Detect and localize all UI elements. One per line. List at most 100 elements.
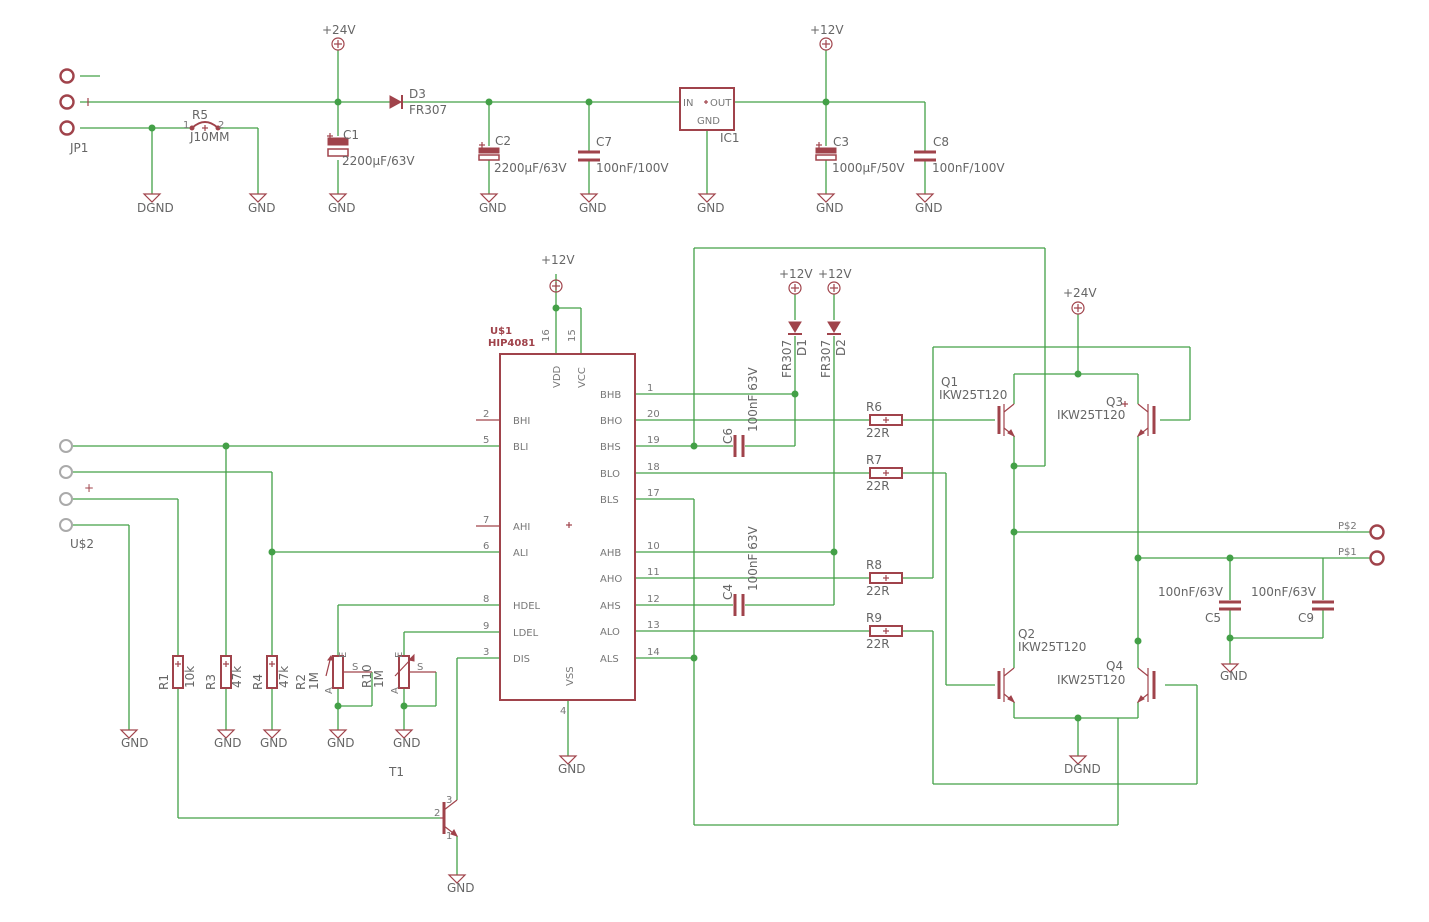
pin-bhs-label: BHS <box>600 442 621 453</box>
supply-12v-d2: +12V <box>818 267 852 295</box>
pin-als-label: ALS <box>600 654 619 665</box>
pin-20-num: 20 <box>647 409 660 420</box>
u1-part: HIP4081 <box>488 338 535 349</box>
pin-hdel-label: HDEL <box>513 601 541 612</box>
pin-blo-label: BLO <box>600 469 620 480</box>
potentiometer-r10: A E S R10 1M <box>360 652 436 694</box>
driver-hip4081: U$1 HIP4081 16 15 VDD VCC 4 VSS 2 BHI 5 … <box>476 326 660 717</box>
q1-name: Q1 <box>941 375 958 389</box>
c2-name: C2 <box>495 134 511 148</box>
t1-name: T1 <box>388 765 404 779</box>
gnd-label-r5: GND <box>248 201 276 215</box>
r9-name: R9 <box>866 611 882 625</box>
label-12v-d1: +12V <box>779 267 813 281</box>
potentiometer-r2: A E S R2 1M <box>294 652 372 694</box>
c8-value: 100nF/100V <box>932 161 1005 175</box>
r10-value: 1M <box>372 670 386 688</box>
gnd-label-c3: GND <box>816 201 844 215</box>
resistor-r3: R3 47k <box>204 655 244 690</box>
r8-value: 22R <box>866 584 890 598</box>
igbt-q1: Q1 IKW25T120 <box>939 375 1016 438</box>
c9-value: 100nF/63V <box>1251 585 1317 599</box>
label-24v-top: +24V <box>322 23 356 37</box>
d2-name: D2 <box>834 339 848 356</box>
jumper-r5: R5 J10MM 1 2 <box>183 108 230 144</box>
diode-d1: FR307 D1 <box>780 321 809 378</box>
supply-12v-d1: +12V <box>779 267 813 295</box>
c8-name: C8 <box>933 135 949 149</box>
r2-s: S <box>352 662 358 673</box>
dgnd-label-jp1: DGND <box>137 201 174 215</box>
r5-pin1: 1 <box>183 120 189 131</box>
r5-pin2: 2 <box>218 120 224 131</box>
resistor-r9: R9 22R <box>866 611 903 651</box>
r3-name: R3 <box>204 674 218 690</box>
pin-bho-label: BHO <box>600 416 622 427</box>
c4-name: C4 <box>721 584 735 600</box>
r6-name: R6 <box>866 400 882 414</box>
capacitor-c8: C8 100nF/100V <box>914 135 1005 175</box>
capacitor-c1: C1 2200µF/63V <box>327 128 415 168</box>
ground-driver-vss: GND <box>558 755 586 776</box>
c3-value: 1000µF/50V <box>832 161 905 175</box>
gnd-label-c8: GND <box>915 201 943 215</box>
p2-label: P$2 <box>1338 521 1357 532</box>
c6-name: C6 <box>721 428 735 444</box>
c2-value: 2200µF/63V <box>494 161 567 175</box>
ground-bridge-dgnd: DGND <box>1064 755 1101 776</box>
pin-1-num: 1 <box>647 383 653 394</box>
gnd-label-input4: GND <box>121 736 149 750</box>
pin-ahb-label: AHB <box>600 548 621 559</box>
r10-e: E <box>394 652 405 658</box>
capacitor-c5: 100nF/63V C5 <box>1158 585 1241 625</box>
capacitor-c9: 100nF/63V C9 <box>1251 585 1334 625</box>
pin-bls-label: BLS <box>600 495 619 506</box>
igbt-q2: Q2 IKW25T120 <box>997 627 1086 704</box>
c7-value: 100nF/100V <box>596 161 669 175</box>
gnd-label-r10: GND <box>393 736 421 750</box>
gnd-label-vss: GND <box>558 762 586 776</box>
q4-name: Q4 <box>1106 659 1123 673</box>
q3-value: IKW25T120 <box>1057 408 1125 422</box>
pin-ahi-label: AHI <box>513 522 530 533</box>
supply-12v-driver: +12V <box>541 253 575 293</box>
r4-value: 47k <box>277 666 291 688</box>
pin-8-num: 8 <box>483 594 489 605</box>
gnd-label-c2: GND <box>479 201 507 215</box>
pin-aho-label: AHO <box>600 574 622 585</box>
jp1-connector: JP1 <box>59 68 89 155</box>
r2-value: 1M <box>307 672 321 690</box>
output-connectors: P$2 P$1 <box>1338 521 1385 566</box>
q3-name: Q3 <box>1106 395 1123 409</box>
pin-9-num: 9 <box>483 621 489 632</box>
supply-12v-top: +12V <box>810 23 844 51</box>
gnd-label-c1: GND <box>328 201 356 215</box>
pin-bhb-label: BHB <box>600 390 621 401</box>
d2-value: FR307 <box>819 340 833 378</box>
d3-name: D3 <box>409 87 426 101</box>
pin-3-num: 3 <box>483 647 489 658</box>
pin-vcc-label: VCC <box>577 367 588 388</box>
pin-17-num: 17 <box>647 488 660 499</box>
c1-name: C1 <box>343 128 359 142</box>
pin-vdd-label: VDD <box>552 365 563 388</box>
d1-name: D1 <box>795 339 809 356</box>
gnd-label-r4: GND <box>260 736 288 750</box>
c9-name: C9 <box>1298 611 1314 625</box>
gnd-label-c7: GND <box>579 201 607 215</box>
gnd-label-r3: GND <box>214 736 242 750</box>
r7-name: R7 <box>866 453 882 467</box>
q1-value: IKW25T120 <box>939 388 1007 402</box>
resistor-r1: R1 10k <box>157 655 197 690</box>
pin-alo-label: ALO <box>600 627 620 638</box>
supply-24v-bridge: +24V <box>1063 286 1097 315</box>
q2-value: IKW25T120 <box>1018 640 1086 654</box>
gnd-label-t1: GND <box>447 881 475 895</box>
label-24v-bridge: +24V <box>1063 286 1097 300</box>
ground-symbols-inputs: GND GND GND GND GND <box>119 729 421 750</box>
capacitor-c2: C2 2200µF/63V <box>478 134 567 175</box>
r8-name: R8 <box>866 558 882 572</box>
c1-value: 2200µF/63V <box>342 154 415 168</box>
igbt-q3: Q3 IKW25T120 <box>1057 395 1156 438</box>
